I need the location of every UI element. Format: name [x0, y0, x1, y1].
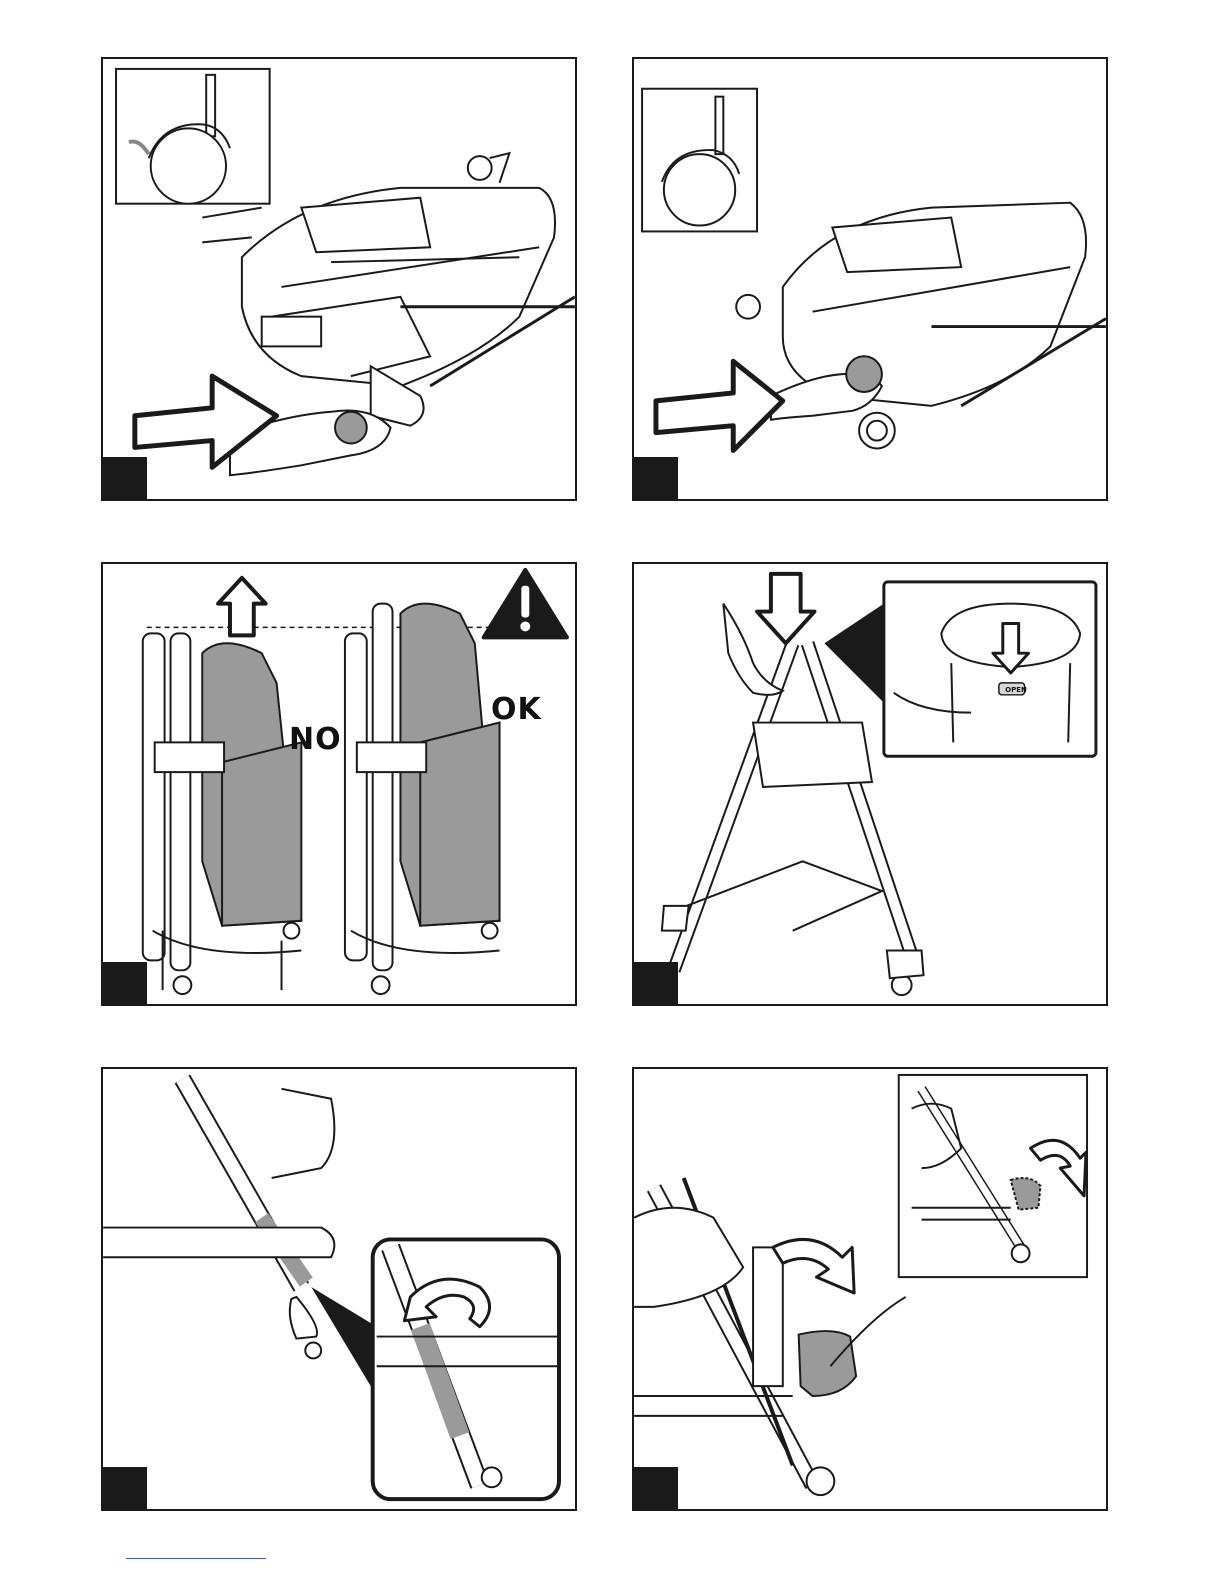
highchair-folded-wheel-insertion-illustration — [634, 59, 1106, 499]
callout-pointer — [311, 1287, 376, 1396]
step-number-badge — [103, 1467, 147, 1509]
footrest-panel — [799, 1331, 856, 1396]
label-correct: OK — [491, 692, 542, 727]
footer-rule — [126, 1558, 266, 1559]
highchair-incorrect — [143, 633, 302, 994]
chair-leg-drawing — [103, 1079, 334, 1358]
label-incorrect: NO — [289, 722, 342, 757]
direction-arrow-down — [757, 574, 814, 643]
step-number-badge — [634, 1467, 678, 1509]
warning-triangle-icon — [484, 570, 567, 637]
illustration-panel-5 — [101, 1067, 577, 1511]
step-number-badge — [103, 962, 147, 1004]
illustration-panel-6 — [632, 1067, 1108, 1511]
curved-direction-arrow — [773, 1239, 854, 1293]
folded-chair-drawing — [242, 153, 575, 426]
step-number-badge — [634, 457, 678, 499]
illustration-panel-1 — [101, 57, 577, 501]
step-number-badge — [634, 962, 678, 1004]
highchair-folded-wheel-removal-illustration — [103, 59, 575, 499]
open-button-label: OPEN — [1004, 686, 1028, 694]
illustration-panel-4: OPEN — [632, 562, 1108, 1006]
seat-height-comparison-illustration — [103, 564, 575, 1004]
leg-twist-adjust-illustration — [103, 1069, 575, 1509]
step-number-badge — [103, 457, 147, 499]
callout-pointer — [824, 604, 883, 703]
fold-release-button-illustration — [634, 564, 1106, 1004]
direction-arrow-right — [656, 361, 783, 450]
highchair-correct — [345, 604, 500, 994]
illustration-panel-2 — [632, 57, 1108, 501]
footrest-adjust-illustration — [634, 1069, 1106, 1509]
illustration-panel-3: NO OK — [101, 562, 577, 1006]
